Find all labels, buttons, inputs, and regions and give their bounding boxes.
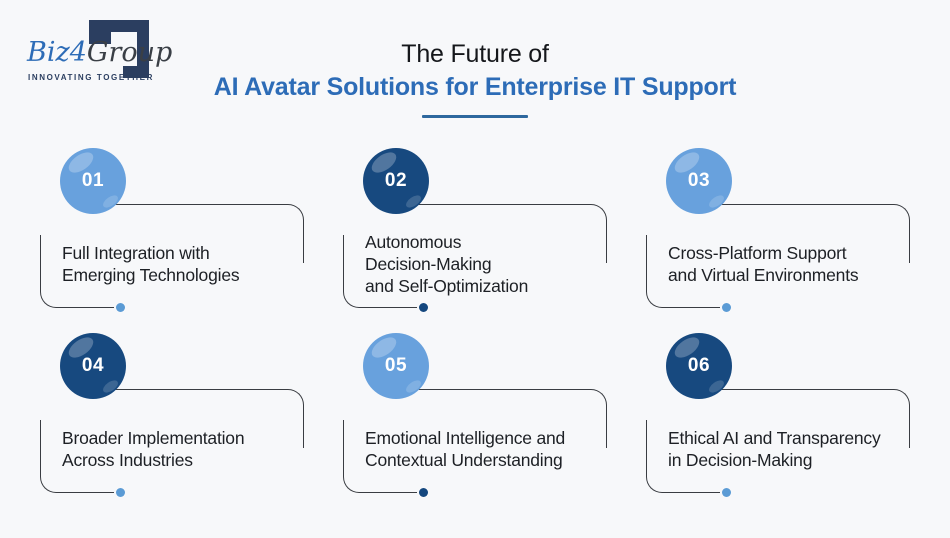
connector-bottom-line [646,420,731,497]
item-label: Autonomous Decision-Making and Self-Opti… [365,226,607,302]
connector-bottom-line [40,420,125,497]
connector-dot [116,488,125,497]
label-line: Ethical AI and Transparency [668,428,881,448]
badge-number: 05 [384,355,408,376]
page-title: The Future of AI Avatar Solutions for En… [0,40,950,118]
connector-top-line [704,204,910,263]
connector-bottom-line [343,420,428,497]
badge-number: 02 [384,170,408,191]
label-line: and Virtual Environments [668,265,859,285]
number-badge: 02 [363,148,429,214]
label-line: Contextual Understanding [365,450,563,470]
title-underline [422,115,528,118]
title-line-2: AI Avatar Solutions for Enterprise IT Su… [213,73,737,101]
number-badge: 06 [666,333,732,399]
label-line: Decision-Making [365,254,492,274]
logo-bracket-icon [89,20,149,78]
connector-top-line [401,389,607,448]
number-badge: 03 [666,148,732,214]
label-line: Emotional Intelligence and [365,428,566,448]
item-label: Emotional Intelligence and Contextual Un… [365,411,607,487]
title-line-1: The Future of [401,40,549,68]
logo-tagline: INNOVATING TOGETHER [28,73,154,82]
connector-dot [722,488,731,497]
connector-dot [722,303,731,312]
connector-top-line [98,204,304,263]
item-label: Ethical AI and Transparency in Decision-… [668,411,910,487]
badge-number: 06 [687,355,711,376]
item-card-06: 06 Ethical AI and Transparency in Decisi… [646,333,910,513]
connector-top-line [98,389,304,448]
connector-bottom-line [646,235,731,312]
item-label: Cross-Platform Support and Virtual Envir… [668,226,910,302]
number-badge: 04 [60,333,126,399]
connector-dot [419,488,428,497]
connector-bottom-line [343,235,428,312]
item-card-03: 03 Cross-Platform Support and Virtual En… [646,148,910,328]
badge-number: 03 [687,170,711,191]
item-card-05: 05 Emotional Intelligence and Contextual… [343,333,607,513]
connector-bottom-line [40,235,125,312]
number-badge: 01 [60,148,126,214]
label-line: Cross-Platform Support [668,243,847,263]
item-card-01: 01 Full Integration with Emerging Techno… [40,148,304,328]
badge-number: 01 [81,170,105,191]
logo-wordmark: Biz4Group [27,38,172,68]
connector-top-line [401,204,607,263]
item-label: Broader Implementation Across Industries [62,411,304,487]
label-line: in Decision-Making [668,450,813,470]
item-label: Full Integration with Emerging Technolog… [62,226,304,302]
connector-dot [116,303,125,312]
item-card-02: 02 Autonomous Decision-Making and Self-O… [343,148,607,328]
label-line: and Self-Optimization [365,276,529,296]
logo-word-group: Group [86,37,173,68]
label-line: Autonomous [365,232,462,252]
connector-dot [419,303,428,312]
logo-word-biz: Biz [27,37,70,68]
biz4group-logo: Biz4Group INNOVATING TOGETHER [25,18,172,90]
label-line: Broader Implementation [62,428,245,448]
item-card-04: 04 Broader Implementation Across Industr… [40,333,304,513]
connector-top-line [704,389,910,448]
label-line: Full Integration with [62,243,210,263]
label-line: Emerging Technologies [62,265,240,285]
label-line: Across Industries [62,450,193,470]
number-badge: 05 [363,333,429,399]
logo-word-four: 4 [69,37,87,68]
badge-number: 04 [81,355,105,376]
